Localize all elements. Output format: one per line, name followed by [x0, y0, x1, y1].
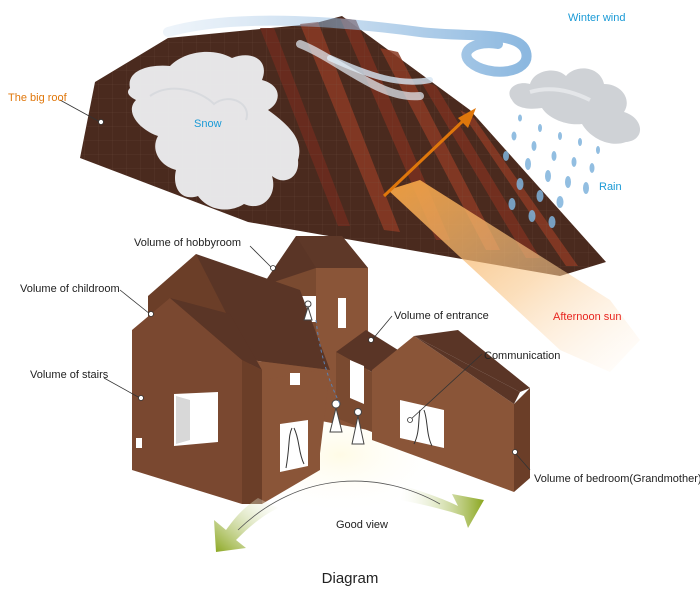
cloud-icon: [509, 68, 641, 144]
snow-patch: [128, 51, 300, 210]
leader-lines: [59, 99, 531, 471]
sun-arrow-icon: [382, 108, 640, 372]
label-good-view: Good view: [336, 519, 388, 531]
volume-stairs: [132, 298, 262, 504]
wind-swirl-icon: [163, 15, 532, 101]
rain-drops-icon: [503, 114, 600, 228]
label-childroom: Volume of childroom: [20, 283, 120, 295]
view-arrows-icon: [214, 480, 484, 552]
label-hobbyroom: Volume of hobbyroom: [134, 237, 242, 249]
diagram-caption: Diagram: [321, 570, 379, 587]
people-figures: [303, 300, 365, 445]
label-stairs: Volume of stairs: [30, 369, 109, 381]
label-entrance: Volume of entrance: [394, 310, 489, 322]
childroom-front: [262, 370, 320, 504]
volume-bedroom: [372, 330, 530, 492]
communication-line: [315, 319, 483, 423]
label-winter-wind: Winter wind: [568, 12, 626, 24]
label-big-roof: The big roof: [8, 92, 67, 104]
label-afternoon-sun: Afternoon sun: [553, 311, 622, 323]
label-bedroom: Volume of bedroom(Grandmother): [534, 473, 700, 485]
label-rain: Rain: [599, 181, 622, 193]
label-snow: Snow: [194, 118, 222, 130]
label-communication: Communication: [484, 350, 561, 362]
